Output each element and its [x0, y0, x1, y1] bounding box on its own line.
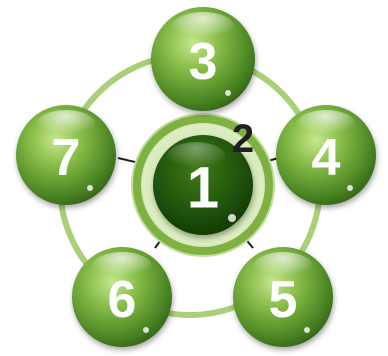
ring-label: 2: [232, 117, 254, 161]
outer-node-6: 6: [72, 247, 172, 347]
center-node-label: 1: [187, 156, 219, 221]
outer-node-label: 6: [108, 271, 137, 329]
outer-node-label: 5: [269, 271, 298, 329]
outer-node-3: 3: [151, 7, 255, 111]
outer-node-7: 7: [16, 105, 116, 205]
outer-node-label: 4: [312, 129, 341, 187]
outer-node-label: 3: [189, 33, 218, 91]
outer-node-5: 5: [233, 247, 333, 347]
outer-node-label: 7: [52, 129, 81, 187]
outer-node-4: 4: [276, 105, 376, 205]
